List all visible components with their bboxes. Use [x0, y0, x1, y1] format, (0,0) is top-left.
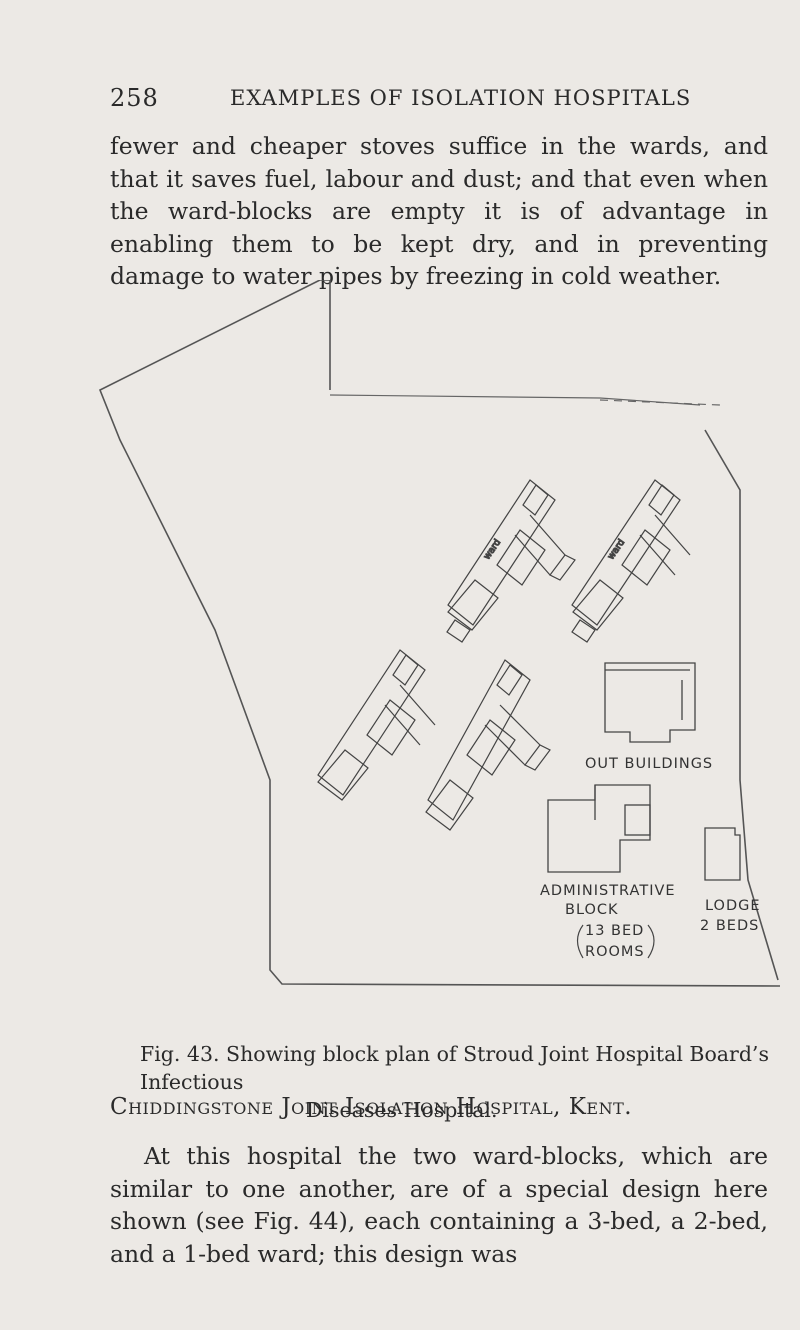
lodge-outline [704, 827, 741, 881]
page-header: 258 EXAMPLES OF ISOLATION HOSPITALS [110, 84, 770, 114]
caption-line-2: Diseases Hospital. [306, 1098, 498, 1122]
page-number: 258 [110, 84, 159, 112]
ward-label: ward [482, 538, 503, 562]
out-buildings-outline [604, 662, 696, 743]
site-boundary-right-edge [704, 429, 779, 981]
running-head: EXAMPLES OF ISOLATION HOSPITALS [230, 86, 692, 110]
lodge-label-line2: 2 BEDS [700, 918, 759, 934]
admin-rooms-label-line1: 13 BED [585, 923, 644, 939]
figure-caption: Fig. 43. Showing block plan of Stroud Jo… [140, 1040, 780, 1124]
body-paragraph: At this hospital the two ward-blocks, wh… [110, 1142, 768, 1268]
ward-block-upper-right: ward [571, 479, 691, 643]
admin-rooms-bracket-left [576, 924, 584, 959]
block-plan-figure: ward ward [0, 280, 800, 1040]
site-boundary-top-edge [329, 394, 701, 406]
admin-rooms-label-line2: ROOMS [585, 944, 645, 960]
lodge-label-line1: LODGE [705, 898, 761, 914]
ward-label: ward [606, 538, 627, 562]
intro-paragraph: fewer and cheaper stoves suffice in the … [110, 132, 768, 290]
ward-block-upper-left: ward [446, 479, 576, 643]
ward-block-middle [425, 659, 551, 831]
section-heading: Chiddingstone Joint Isolation Hospital, … [110, 1094, 633, 1120]
admin-rooms-bracket-right [647, 924, 655, 959]
block-plan-drawing: ward ward [98, 280, 781, 987]
administrative-block-outline [547, 784, 651, 873]
ward-block-middle-left [317, 649, 436, 801]
site-boundary [98, 280, 781, 987]
out-buildings-label: OUT BUILDINGS [585, 756, 713, 772]
site-boundary-dashed-edge [599, 399, 721, 406]
caption-line-1: Fig. 43. Showing block plan of Stroud Jo… [140, 1042, 769, 1094]
admin-block-label-line2: BLOCK [565, 902, 619, 918]
admin-block-label-line1: ADMINISTRATIVE [540, 883, 676, 899]
